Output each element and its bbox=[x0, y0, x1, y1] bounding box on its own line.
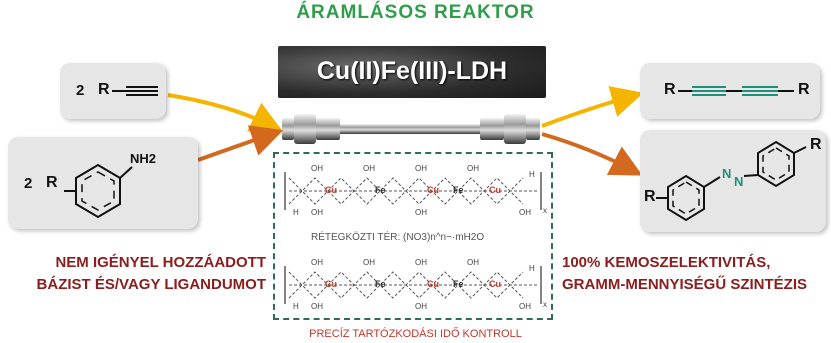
ldh-bottom-x: x bbox=[543, 300, 547, 309]
product-diyne-box: R R bbox=[640, 63, 820, 119]
arrow-diyne-out bbox=[541, 86, 644, 128]
ldh-bottom-h-2: H bbox=[293, 302, 299, 311]
diyne-right-r: R bbox=[798, 81, 810, 98]
ldh-top-h-1: H bbox=[529, 170, 535, 179]
ldh-top-oh-5: OH bbox=[311, 208, 323, 217]
triple-bond-icon bbox=[112, 86, 158, 96]
right-note: 100% KEMOSZELEKTIVITÁS, GRAMM-MENNYISÉGŰ… bbox=[562, 252, 824, 296]
ldh-top-oh-1: OH bbox=[311, 164, 323, 173]
footer-note: PRECÍZ TARTÓZKODÁSI IDŐ KONTROLL bbox=[309, 328, 522, 340]
ldh-bottom-fe-2: Fe bbox=[453, 279, 464, 289]
ldh-top-oh-6: OH bbox=[415, 208, 427, 217]
ldh-top-oh-3: OH bbox=[415, 164, 427, 173]
azo-n1: N bbox=[722, 166, 732, 181]
reactant-alkyne-box: 2 R bbox=[60, 63, 166, 119]
azo-n2: N bbox=[734, 174, 744, 189]
ldh-top-cu-1: Cu bbox=[325, 185, 337, 195]
ldh-bottom-oh-2: OH bbox=[363, 258, 375, 267]
ldh-bottom-cu-2: Cu bbox=[427, 279, 439, 289]
catalyst-block: Cu(II)Fe(III)-LDH bbox=[278, 46, 546, 98]
aniline-nh2: NH2 bbox=[130, 151, 157, 166]
ldh-bottom-oh-6: OH bbox=[415, 302, 427, 311]
right-note-line-2: GRAMM-MENNYISÉGŰ SZINTÉZIS bbox=[562, 276, 808, 293]
ldh-bottom-oh-4: OH bbox=[467, 258, 479, 267]
ldh-bottom-h-1: H bbox=[529, 264, 535, 273]
left-note: NEM IGÉNYEL HOZZÁADOTT BÁZIST ÉS/VAGY LI… bbox=[30, 252, 266, 296]
catalyst-label: Cu(II)Fe(III)-LDH bbox=[316, 57, 508, 85]
ldh-bottom-oh-1: OH bbox=[311, 258, 323, 267]
ldh-bottom-oh-7: OH bbox=[519, 302, 531, 311]
ldh-top-oh-7: OH bbox=[519, 208, 531, 217]
ldh-bottom-cu-1: Cu bbox=[325, 279, 337, 289]
ldh-layer-bottom bbox=[284, 266, 542, 304]
alkyne-r-group: R bbox=[98, 81, 110, 98]
ldh-bottom-cu-3: Cu bbox=[489, 279, 501, 289]
benzene-ring-icon bbox=[64, 163, 133, 219]
ldh-top-x: x bbox=[543, 206, 547, 215]
ldh-top-cu-2: Cu bbox=[427, 185, 439, 195]
ldh-top-h-2: H bbox=[293, 208, 299, 217]
ldh-top-oh-2: OH bbox=[363, 164, 375, 173]
ldh-top-fe-2: Fe bbox=[453, 185, 464, 195]
interlayer-label: RÉTEGKÖZTI TÉR: (NO3)n^n−·mH2O bbox=[311, 232, 485, 243]
ldh-structure-box: Cu Fe Cu Fe Cu OH OH OH OH OH OH OH H H … bbox=[273, 152, 553, 320]
alkyne-coefficient: 2 bbox=[76, 82, 85, 99]
ldh-bottom-fe-1: Fe bbox=[375, 279, 386, 289]
arrow-aniline-in bbox=[197, 125, 284, 162]
ldh-top-fe-1: Fe bbox=[375, 185, 386, 195]
left-note-line-2: BÁZIST ÉS/VAGY LIGANDUMOT bbox=[36, 276, 266, 293]
ldh-bottom-oh-5: OH bbox=[311, 302, 323, 311]
diyne-left-r: R bbox=[664, 81, 676, 98]
arrow-azo-out bbox=[541, 132, 643, 176]
arrow-alkyne-in bbox=[167, 93, 283, 132]
aniline-r-group: R bbox=[46, 174, 58, 191]
reactant-aniline-box: 2 R NH2 bbox=[8, 137, 198, 229]
azobenzene-icon bbox=[656, 140, 807, 222]
ldh-top-oh-4: OH bbox=[467, 164, 479, 173]
ldh-bottom-oh-3: OH bbox=[415, 258, 427, 267]
left-note-line-1: NEM IGÉNYEL HOZZÁADOTT bbox=[55, 254, 266, 271]
right-note-line-1: 100% KEMOSZELEKTIVITÁS, bbox=[562, 254, 771, 271]
ldh-layer-top bbox=[284, 172, 542, 210]
ldh-top-cu-3: Cu bbox=[489, 185, 501, 195]
aniline-coefficient: 2 bbox=[24, 175, 33, 192]
product-azo-box: R N N R bbox=[640, 130, 826, 232]
reactor-title: ÁRAMLÁSOS REAKTOR bbox=[296, 2, 535, 23]
azo-left-r: R bbox=[644, 188, 656, 205]
azo-right-r: R bbox=[810, 136, 822, 153]
diyne-bond-icon bbox=[678, 86, 794, 96]
